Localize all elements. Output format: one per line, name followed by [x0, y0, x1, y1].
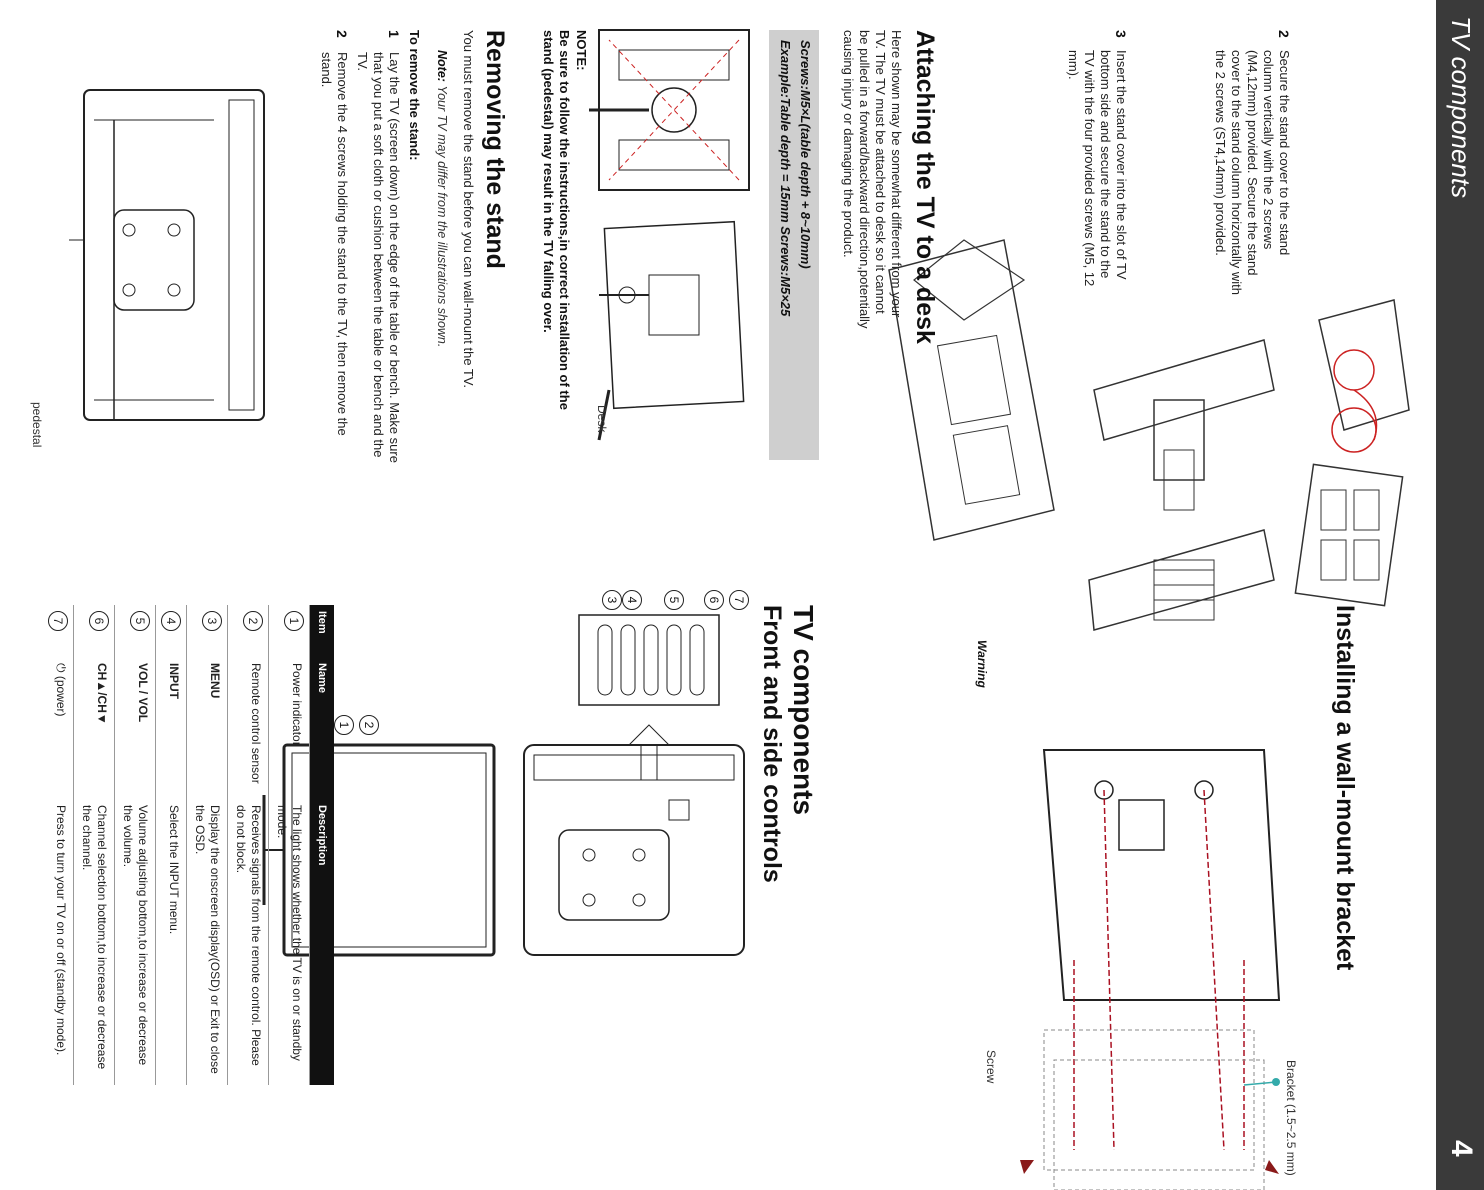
table-row: 6 CH▲/CH▼ Channel selection bottom,to in…: [73, 605, 115, 1085]
table-header-row: Item Name Description: [309, 605, 334, 1085]
item-name: Power indicator: [268, 657, 310, 799]
callout-1: 1: [334, 715, 354, 735]
remove-step-1-text: Lay the TV (screen down) on the edge of …: [355, 52, 402, 463]
tv-back-removal-diagram: [69, 89, 265, 421]
attach-desk-heading: Attaching the TV to a desk: [911, 30, 939, 344]
callout-7: 7: [729, 590, 749, 610]
header-name: Name: [309, 657, 334, 799]
item-description: Press to turn your TV on or off (standby…: [43, 799, 74, 1085]
item-name: Remote control sensor: [227, 657, 269, 799]
bracket-label: Bracket (1.5~2.5 mm): [1284, 1060, 1298, 1176]
header-title: TV components: [1446, 16, 1476, 199]
item-description: Display the onscreen display(OSD) or Exi…: [186, 799, 228, 1085]
remove-stand-text: You must remove the stand before you can…: [461, 30, 476, 388]
tv-back-panel-diagram: [523, 744, 745, 956]
item-number: 6: [89, 611, 109, 631]
callout-3: 3: [602, 590, 622, 610]
item-number: 5: [130, 611, 150, 631]
install-step-2-number: 2: [1276, 30, 1292, 38]
item-description: The light shows whether the TV is on or …: [268, 799, 310, 1085]
item-name: INPUT: [155, 657, 187, 799]
stand-cover-illustration: [1294, 299, 1410, 607]
remove-note-italic: Your TV may differ from the illustration…: [435, 85, 449, 348]
remove-stand-heading: Removing the stand: [481, 30, 509, 269]
table-row: 3 MENU Display the onscreen display(OSD)…: [186, 605, 228, 1085]
table-row: 7 ⏻ (power) Press to turn your TV on or …: [43, 605, 74, 1085]
wall-mount-bracket-diagram: [1020, 749, 1281, 1190]
callout-4: 4: [622, 590, 642, 610]
desk-attach-side-diagram: [597, 220, 745, 441]
components-table: Item Name Description 1 Power indicator …: [43, 605, 334, 1085]
item-number: 1: [284, 611, 304, 631]
item-description: Volume adjusting bottom,to increase or d…: [114, 799, 156, 1085]
table-row: 4 INPUT Select the INPUT menu.: [155, 605, 187, 1085]
item-number: 7: [48, 611, 68, 631]
item-name: VOL / VOL: [114, 657, 156, 799]
table-row: 5 VOL / VOL Volume adjusting bottom,to i…: [114, 605, 156, 1085]
desk-attach-back-diagram: [589, 29, 750, 191]
pedestal-label: pedestal: [30, 402, 44, 448]
install-step-3-number: 3: [1113, 30, 1129, 38]
item-name: CH▲/CH▼: [73, 657, 115, 799]
desk-note-text: Be sure to follow the instructions,in co…: [541, 30, 572, 410]
wall-mount-heading: Installing a wall-mount bracket: [1331, 605, 1359, 971]
header-description: Description: [309, 799, 334, 1085]
stand-attach-illustration: [1088, 339, 1275, 631]
remove-step-1-number: 1: [386, 30, 402, 38]
tv-back-with-stand-illustration: [888, 239, 1055, 541]
screw-spec-line-2: Example:Table depth = 15mm Screws:M5×25: [778, 40, 793, 317]
callout-5: 5: [664, 590, 684, 610]
desk-note-label: NOTE:: [574, 30, 589, 71]
item-description: Receives signals from the remote control…: [227, 799, 269, 1085]
remove-stand-note: Note: Your TV may differ from the illust…: [435, 50, 449, 470]
item-number: 3: [202, 611, 222, 631]
screw-label: Screw: [984, 1050, 998, 1084]
controls-subheading: Front and side controls: [758, 605, 786, 883]
remove-step-2-text: Remove the 4 screws holding the stand to…: [319, 52, 350, 436]
to-remove-label: To remove the stand:: [407, 30, 422, 161]
item-number: 4: [161, 611, 181, 631]
remove-note-bold: Note:: [435, 50, 449, 82]
table-row: 1 Power indicator The light shows whethe…: [268, 605, 310, 1085]
header-item: Item: [309, 605, 334, 657]
callout-2: 2: [359, 715, 379, 735]
page-number: 4: [1445, 1140, 1478, 1157]
item-name: ⏻ (power): [43, 657, 74, 799]
screw-spec-line-1: Screws:M5×L(table depth + 8~10mm): [798, 40, 813, 269]
install-step-3-text: Insert the stand cover into the slot of …: [1066, 50, 1129, 287]
table-row: 2 Remote control sensor Receives signals…: [227, 605, 269, 1085]
tv-front-diagram: [262, 743, 496, 957]
item-number: 2: [243, 611, 263, 631]
attach-desk-text: Here shown may be somewhat different fro…: [841, 30, 904, 329]
screw-spec-box: Screws:M5×L(table depth + 8~10mm) Exampl…: [769, 30, 819, 460]
tv-components-heading: TV components: [788, 605, 819, 816]
item-description: Channel selection bottom,to increase or …: [73, 799, 115, 1085]
item-description: Select the INPUT menu.: [155, 799, 187, 1085]
desk-label: Desk: [595, 405, 609, 433]
install-step-2-text: Secure the stand cover to the stand colu…: [1213, 50, 1292, 295]
remove-step-2-number: 2: [334, 30, 350, 38]
callout-6: 6: [704, 590, 724, 610]
item-name: MENU: [186, 657, 228, 799]
warning-label: Warning: [975, 640, 989, 688]
